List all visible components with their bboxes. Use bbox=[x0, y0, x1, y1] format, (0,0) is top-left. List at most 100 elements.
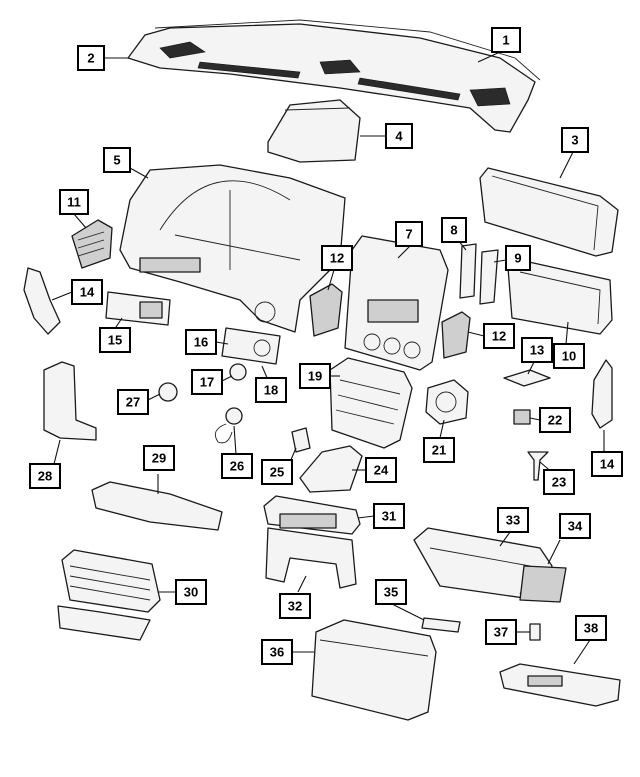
callout-9: 9 bbox=[505, 245, 531, 271]
support-bracket bbox=[507, 259, 613, 335]
callout-14-left: 14 bbox=[71, 279, 103, 305]
svg-text:8: 8 bbox=[450, 223, 457, 238]
callout-26: 26 bbox=[221, 453, 253, 479]
svg-text:32: 32 bbox=[288, 599, 302, 614]
svg-text:19: 19 bbox=[308, 369, 322, 384]
power-outlet-26 bbox=[214, 407, 243, 444]
callout-2: 2 bbox=[77, 45, 105, 71]
callout-34: 34 bbox=[559, 513, 591, 539]
instrument-panel-body bbox=[119, 164, 346, 333]
callout-5: 5 bbox=[103, 147, 131, 173]
ashtray-bezel bbox=[221, 327, 281, 365]
callout-27: 27 bbox=[117, 389, 149, 415]
mounting-bracket-8 bbox=[459, 243, 477, 299]
svg-text:38: 38 bbox=[584, 621, 598, 636]
svg-text:15: 15 bbox=[108, 333, 122, 348]
knee-bolster-panel bbox=[91, 481, 223, 531]
svg-text:16: 16 bbox=[194, 335, 208, 350]
svg-text:29: 29 bbox=[152, 451, 166, 466]
callout-10: 10 bbox=[553, 343, 585, 369]
callout-21: 21 bbox=[423, 437, 455, 463]
left-end-cap bbox=[23, 267, 61, 335]
callout-23: 23 bbox=[543, 469, 575, 495]
callout-22: 22 bbox=[539, 407, 571, 433]
svg-text:2: 2 bbox=[87, 51, 94, 66]
speaker-bezel bbox=[425, 379, 469, 425]
switch-bezel bbox=[105, 291, 171, 326]
storage-tray-mat bbox=[503, 369, 551, 387]
svg-text:34: 34 bbox=[568, 519, 583, 534]
right-end-cap bbox=[591, 359, 613, 429]
bin-liner-24 bbox=[299, 445, 363, 493]
svg-text:4: 4 bbox=[395, 129, 403, 144]
callout-7: 7 bbox=[395, 221, 423, 247]
callout-30: 30 bbox=[175, 579, 207, 605]
callout-12-left: 12 bbox=[321, 245, 353, 271]
callout-37: 37 bbox=[485, 619, 517, 645]
svg-text:30: 30 bbox=[184, 585, 198, 600]
svg-text:36: 36 bbox=[270, 645, 284, 660]
svg-text:14: 14 bbox=[80, 285, 95, 300]
lower-trim-panel bbox=[499, 663, 621, 707]
svg-text:37: 37 bbox=[494, 625, 508, 640]
push-pin-23 bbox=[527, 451, 549, 481]
callout-16: 16 bbox=[185, 329, 217, 355]
callout-24: 24 bbox=[365, 457, 397, 483]
callout-32: 32 bbox=[279, 593, 311, 619]
console-base-grille bbox=[57, 549, 161, 641]
svg-text:35: 35 bbox=[384, 585, 398, 600]
svg-text:5: 5 bbox=[113, 153, 120, 168]
left-air-outlet bbox=[71, 219, 113, 269]
left-support-bracket bbox=[43, 361, 97, 441]
mounting-bracket-9 bbox=[479, 249, 499, 305]
lower-storage-bin bbox=[311, 619, 437, 721]
svg-text:12: 12 bbox=[492, 329, 506, 344]
svg-text:9: 9 bbox=[514, 251, 521, 266]
svg-text:28: 28 bbox=[38, 469, 52, 484]
callout-33: 33 bbox=[497, 507, 529, 533]
svg-text:24: 24 bbox=[374, 463, 389, 478]
callout-13: 13 bbox=[521, 337, 553, 363]
svg-text:27: 27 bbox=[126, 395, 140, 410]
callout-3: 3 bbox=[561, 127, 589, 153]
svg-text:10: 10 bbox=[562, 349, 576, 364]
instrument-panel-top-cover bbox=[127, 19, 541, 133]
center-stack-bezel bbox=[344, 235, 449, 371]
plug-22 bbox=[513, 409, 531, 425]
callout-15: 15 bbox=[99, 327, 131, 353]
center-air-outlet-right bbox=[441, 311, 471, 359]
svg-text:7: 7 bbox=[405, 227, 412, 242]
upper-storage-bin bbox=[479, 167, 619, 257]
svg-text:25: 25 bbox=[270, 465, 284, 480]
svg-text:3: 3 bbox=[571, 133, 578, 148]
svg-text:33: 33 bbox=[506, 513, 520, 528]
callout-18: 18 bbox=[255, 377, 287, 403]
svg-text:11: 11 bbox=[67, 195, 81, 210]
callout-8: 8 bbox=[441, 217, 467, 243]
callout-1: 1 bbox=[491, 27, 521, 53]
callout-28: 28 bbox=[29, 463, 61, 489]
outlet-27 bbox=[158, 382, 178, 402]
callout-4: 4 bbox=[385, 123, 413, 149]
callout-36: 36 bbox=[261, 639, 293, 665]
svg-text:1: 1 bbox=[502, 33, 509, 48]
power-socket-25 bbox=[291, 427, 311, 453]
center-air-outlet-left bbox=[309, 283, 343, 337]
center-console-upper bbox=[263, 495, 361, 535]
svg-text:14: 14 bbox=[600, 457, 615, 472]
callout-17: 17 bbox=[191, 369, 223, 395]
svg-text:17: 17 bbox=[200, 375, 214, 390]
center-console-lower bbox=[265, 527, 357, 589]
svg-text:18: 18 bbox=[264, 383, 278, 398]
svg-text:23: 23 bbox=[552, 475, 566, 490]
center-storage-bin bbox=[329, 357, 413, 449]
callout-29: 29 bbox=[143, 445, 175, 471]
switch-pack-35 bbox=[421, 617, 461, 633]
callout-11: 11 bbox=[59, 189, 89, 215]
svg-text:13: 13 bbox=[530, 343, 544, 358]
connector-37 bbox=[529, 623, 541, 641]
svg-text:21: 21 bbox=[432, 443, 446, 458]
svg-text:12: 12 bbox=[330, 251, 344, 266]
callout-31: 31 bbox=[373, 503, 405, 529]
